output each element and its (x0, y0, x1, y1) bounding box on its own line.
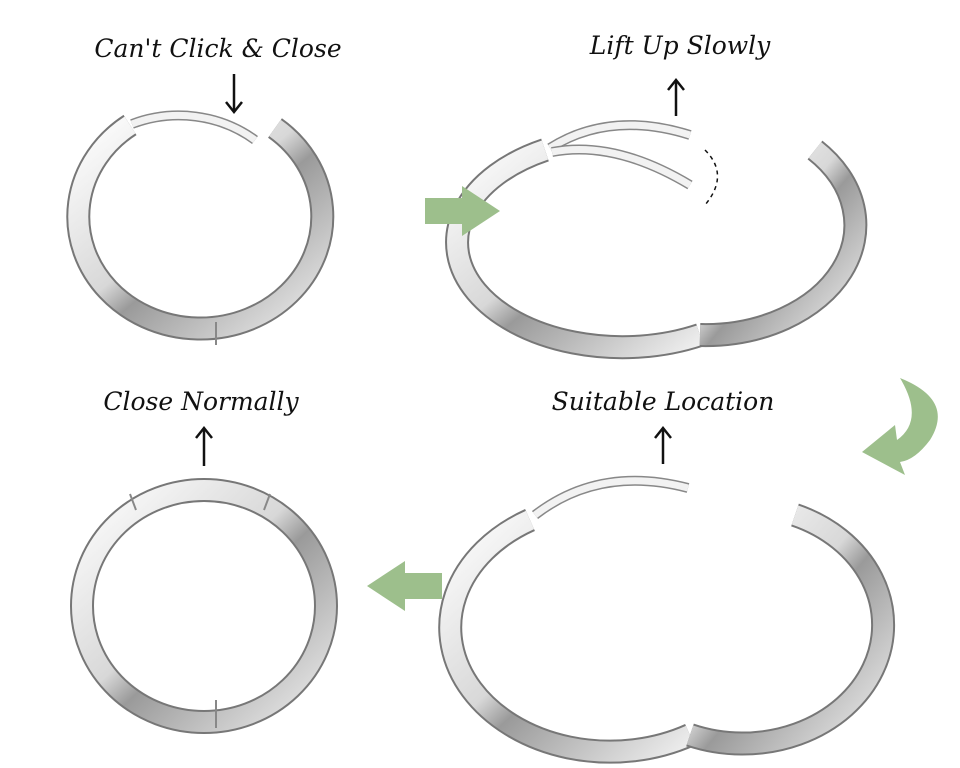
hoop-unclosed (66, 110, 335, 345)
pointer-arrow-up-icon (667, 77, 685, 116)
step-label-close-normally: Close Normally (103, 387, 299, 416)
hoop-lifted (445, 120, 868, 360)
pointer-arrow-up-icon (654, 425, 672, 464)
hoop-positioning (438, 475, 896, 764)
step-label-cant-click: Can't Click & Close (94, 34, 342, 63)
hoop-closed (70, 478, 338, 734)
pointer-arrow-down-icon (225, 74, 243, 115)
right-arrow-icon (425, 186, 500, 236)
step-label-lift-up: Lift Up Slowly (589, 31, 771, 60)
curved-down-left-arrow-icon (862, 378, 938, 475)
step-label-suitable-location: Suitable Location (551, 387, 775, 416)
pointer-arrow-up-icon (195, 425, 213, 466)
left-arrow-icon (367, 561, 442, 611)
